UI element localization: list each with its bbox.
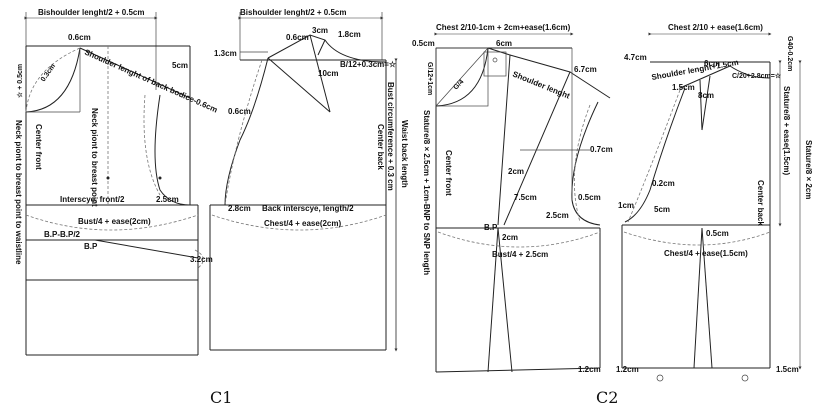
label-neck-to-bp: Neck piont to breast point xyxy=(90,108,99,207)
label-stature-back: Stature/8 + ease(1.5cm) xyxy=(782,86,791,175)
label-two-cm-a: 2cm xyxy=(508,167,524,176)
label-three-two: 3.2cm xyxy=(190,255,213,264)
label-waist-back: Waist back length xyxy=(400,120,409,188)
c2-back-bodice xyxy=(621,32,802,382)
panel-c1: C1 xyxy=(24,12,398,407)
label-four-seven: 4.7cm xyxy=(624,53,647,62)
label-center-front: Center front xyxy=(34,124,43,170)
label-top-right: Bishoulder lenght/2 + 0.5cm xyxy=(240,8,346,17)
label-interscye-front: Interscye, front/2 xyxy=(60,195,125,204)
label-one-five: 1.5cm xyxy=(672,83,695,92)
label-center-back: Center back xyxy=(376,124,385,170)
label-one-cm: 1cm xyxy=(618,201,634,210)
label-g12: G/12+1cm xyxy=(426,62,433,95)
label-bp: B.P xyxy=(84,242,98,251)
label-c20: C/20+2.8cm=☆ xyxy=(732,72,782,80)
panel-c2: C2 xyxy=(434,32,802,407)
label-back-06: 0.6cm xyxy=(228,107,251,116)
c2-labels: Chest 2/10-1cm + 2cm+ease(1.6cm) Chest 2… xyxy=(412,23,813,374)
label-one-two-b: 1.2cm xyxy=(616,365,639,374)
label-stature-front: Stature/8 × 2.5cm + 1cm-BNP to SNP lengt… xyxy=(422,110,431,275)
c2-front-bodice xyxy=(434,32,611,373)
label-one-five-b: 1.5cm xyxy=(776,365,799,374)
label-neck-to-waist: Neck piont to breast point to waistline xyxy=(14,120,23,265)
label-bp2: B.P xyxy=(484,223,498,232)
label-b12: B/12+0.3cm=☆ xyxy=(340,60,397,69)
label-seven-five: 7.5cm xyxy=(514,193,537,202)
label-back-neck-3: 3cm xyxy=(312,26,328,35)
label-eight-cm: 8cm xyxy=(698,91,714,100)
label-chest: Chest/4 + ease(2cm) xyxy=(264,219,341,228)
label-zero-five-b: 0.5cm xyxy=(706,229,729,238)
label-two-five-b: 2.5cm xyxy=(546,211,569,220)
label-chest-front: Chest 2/10-1cm + 2cm+ease(1.6cm) xyxy=(436,23,571,32)
label-front-neck-width: 0.6cm xyxy=(68,33,91,42)
label-zero-two: 0.2cm xyxy=(652,179,675,188)
label-chest4: Chest/4 + ease(1.5cm) xyxy=(664,249,748,258)
label-back-neck-18: 1.8cm xyxy=(338,30,361,39)
label-bust: Bust/4 + ease(2cm) xyxy=(78,217,151,226)
label-six-cm-b: 6cm xyxy=(704,59,720,68)
label-six-cm: 6cm xyxy=(496,39,512,48)
label-shoulder-back: Shoulder lenght of back bodice-0.6cm xyxy=(83,48,219,115)
label-shoulder-plus: Shoulder lenght+1.5cm xyxy=(651,58,739,82)
label-back-neck-offset: 1.3cm xyxy=(214,49,237,58)
label-back-interscye: Back interscye, length/2 xyxy=(262,204,354,213)
label-g4: G/4 xyxy=(452,78,465,91)
label-center-back2: Center back xyxy=(756,180,765,226)
c1-back-bodice xyxy=(209,12,398,352)
label-two-eight: 2.8cm xyxy=(228,204,251,213)
label-bust-circ: Bust circumference + 0.3 cm xyxy=(386,82,395,191)
label-one-two-a: 1.2cm xyxy=(578,365,601,374)
label-five-cm: 5cm xyxy=(172,61,188,70)
c1-front-bodice xyxy=(24,12,204,356)
caption-c2: C2 xyxy=(596,388,618,407)
label-bust2: Bust/4 + 2.5cm xyxy=(492,250,548,259)
label-stature-x2: Stature/8 × 2cm xyxy=(804,140,813,199)
label-back-neck-06: 0.6cm xyxy=(286,33,309,42)
label-half-cm: 0.5cm xyxy=(412,39,435,48)
label-shoulder-length: Shoulder lenght xyxy=(511,70,571,101)
label-five-cm-b: 5cm xyxy=(654,205,670,214)
label-two-cm-b: 2cm xyxy=(502,233,518,242)
label-bp-half: B.P-B.P/2 xyxy=(44,230,81,239)
label-ten-cm: 10cm xyxy=(318,69,338,78)
label-chest-back: Chest 2/10 + ease(1.6cm) xyxy=(668,23,763,32)
label-g40: G40-0.2cm xyxy=(786,36,793,71)
label-zero-five-a: 0.5cm xyxy=(578,193,601,202)
label-six-seven: 6.7cm xyxy=(574,65,597,74)
c1-labels: Bishoulder lenght/2 + 0.5cm Bishoulder l… xyxy=(14,8,409,265)
label-center-front2: Center front xyxy=(444,150,453,196)
label-star-plus: ☆ + 0.5cm xyxy=(16,64,24,98)
label-front-neck-drop: 0.3cm xyxy=(40,63,57,83)
caption-c1: C1 xyxy=(210,388,232,407)
label-two-five: 2.5cm xyxy=(156,195,179,204)
label-top-left: Bishoulder lenght/2 + 0.5cm xyxy=(38,8,144,17)
label-zero-seven: 0.7cm xyxy=(590,145,613,154)
